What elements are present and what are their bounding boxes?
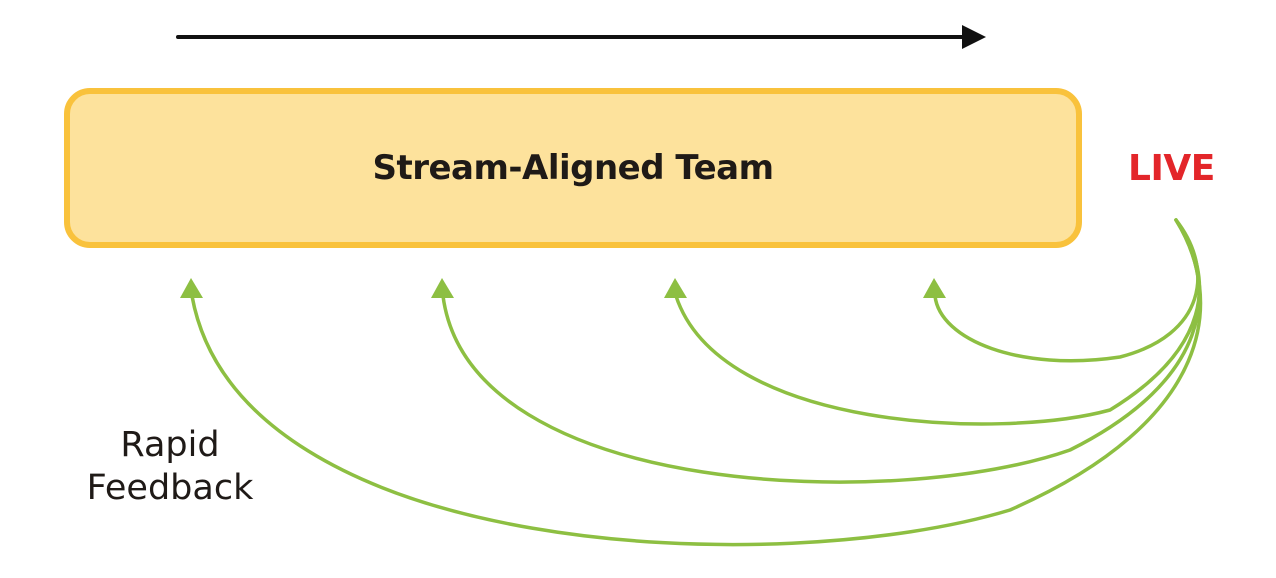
- feedback-arrowhead-3: [431, 278, 454, 298]
- feedback-arrowhead-2: [664, 278, 687, 298]
- flow-arrow-icon: [176, 25, 986, 49]
- rapid-feedback-label: Rapid Feedback: [70, 424, 270, 510]
- feedback-arrow-3: [441, 218, 1201, 484]
- feedback-arrow-4: [190, 218, 1203, 547]
- feedback-line-2: Feedback: [86, 468, 254, 508]
- feedback-arrow-2: [674, 218, 1202, 426]
- feedback-line-1: Rapid: [120, 425, 220, 465]
- live-label: LIVE: [1128, 148, 1215, 189]
- stream-aligned-team-box: Stream-Aligned Team: [64, 88, 1082, 248]
- feedback-arrowhead-4: [180, 278, 203, 298]
- feedback-arrowhead-1: [923, 278, 946, 298]
- team-label: Stream-Aligned Team: [372, 148, 774, 188]
